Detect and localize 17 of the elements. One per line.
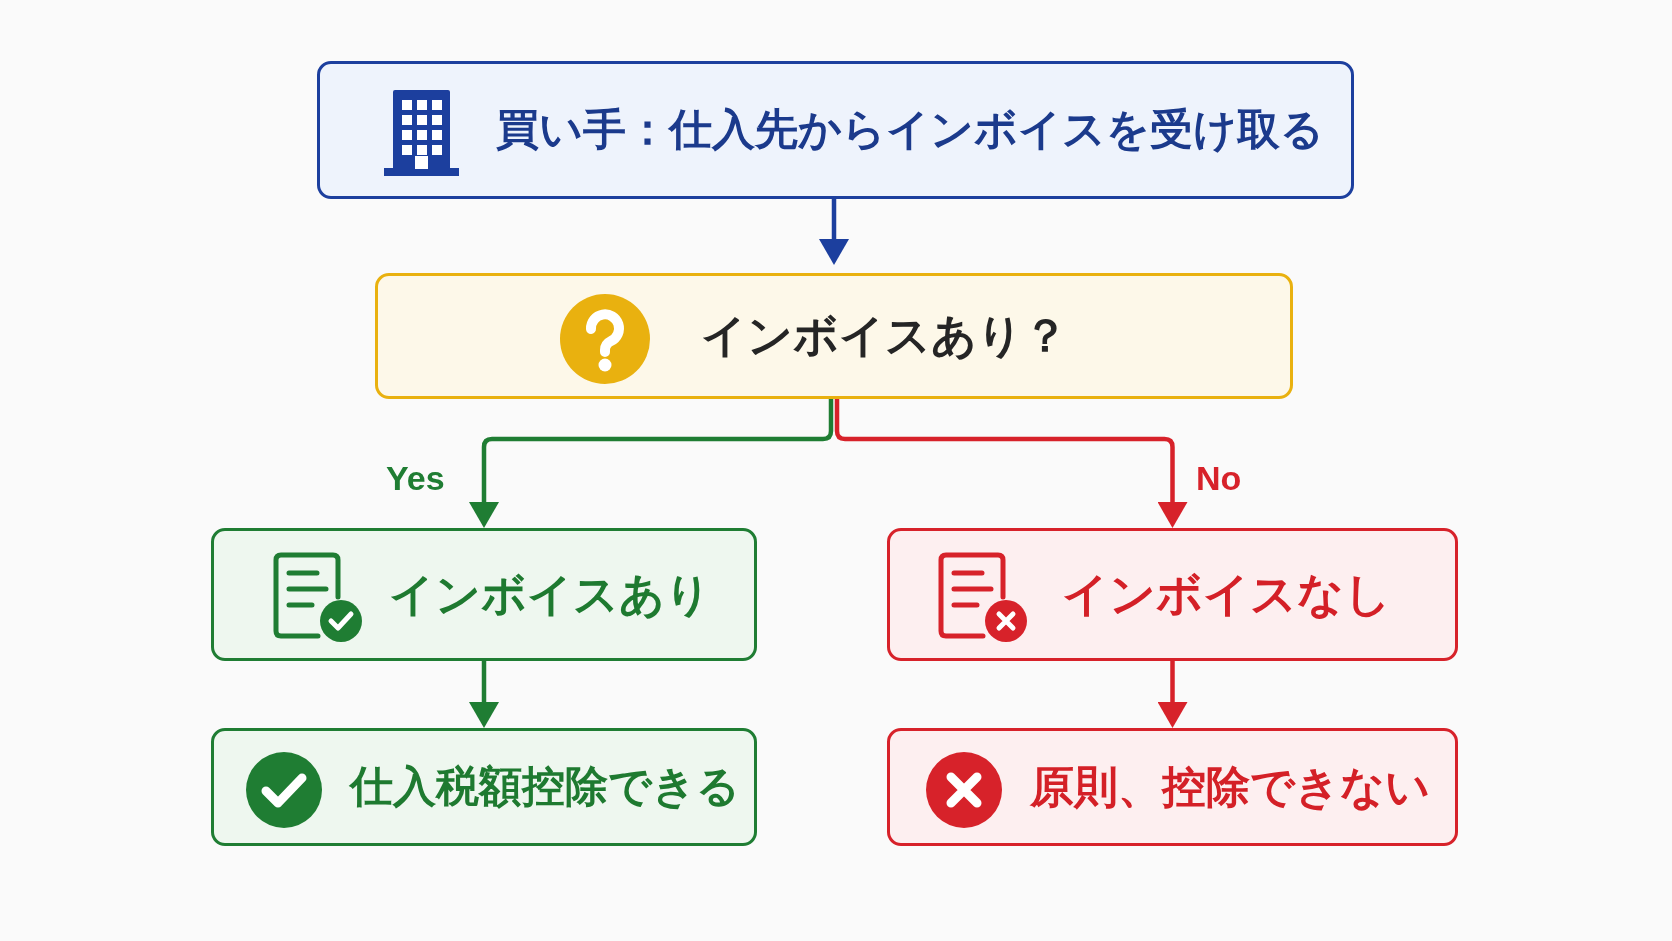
process-box xyxy=(317,61,1354,199)
process-box xyxy=(887,528,1458,661)
arrow xyxy=(469,661,499,728)
node-label: 買い手：仕入先からインボイスを受け取る xyxy=(496,104,1324,156)
result-box xyxy=(887,728,1458,846)
arrow xyxy=(819,199,849,265)
decision-box xyxy=(375,273,1293,399)
node-label: 原則、控除できない xyxy=(1030,760,1430,813)
node-label: インボイスあり xyxy=(389,567,711,622)
arrow xyxy=(469,399,834,528)
arrow xyxy=(834,399,1188,528)
result-box xyxy=(211,728,757,846)
node-label: インボイスあり？ xyxy=(701,309,1068,363)
node-label: 仕入税額控除できる xyxy=(350,761,740,813)
process-box xyxy=(211,528,757,661)
arrow xyxy=(1157,661,1188,728)
node-label: インボイスなし xyxy=(1062,566,1391,622)
